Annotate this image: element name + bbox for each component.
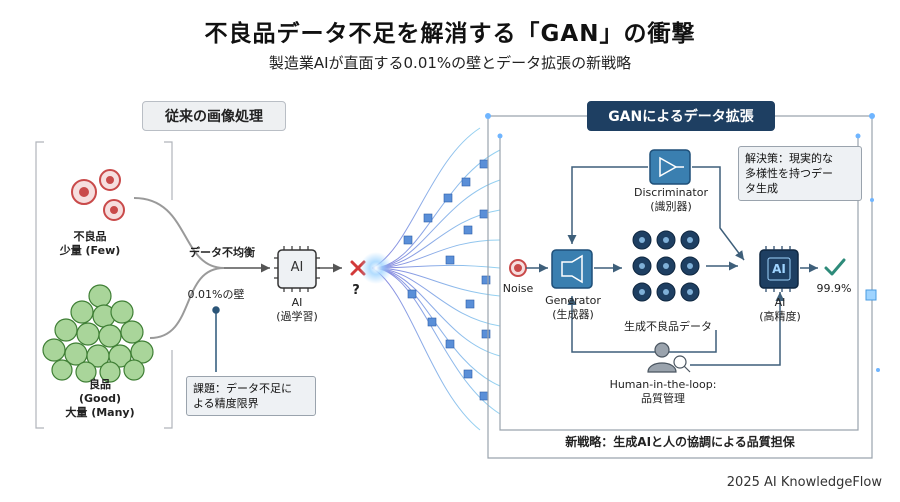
hitl-label: Human-in-the-loop: 品質管理: [609, 378, 717, 405]
discriminator-icon: [649, 149, 691, 185]
solution-note: 解決策：現実的な 多様性を持つデー タ生成: [738, 146, 862, 201]
footer-credit: 2025 AI KnowledgeFlow: [726, 475, 882, 490]
good-pile-icon: [42, 284, 154, 383]
ai-overfit-label: AI (過学習): [276, 296, 318, 323]
noise-gear-icon: [509, 259, 527, 277]
human-in-loop-icon: [647, 342, 691, 373]
ai-chip-overfit-icon: [274, 246, 320, 292]
accuracy-value: 99.9%: [816, 282, 852, 295]
imbalance-label: データ不均衡: [189, 246, 255, 259]
data-tiles-icon: [403, 159, 491, 401]
defect-gears-icon: [71, 169, 125, 221]
good-label: 良品 (Good) 大量 (Many): [65, 378, 135, 419]
ai-chip-right-glyph: AI: [772, 262, 786, 276]
left-frame: [35, 141, 173, 429]
generator-label: Generator (生成器): [545, 294, 601, 321]
wall-pin: [212, 306, 220, 372]
ai-high-precision-label: AI (高精度): [759, 296, 801, 323]
data-stream-fan: [371, 127, 501, 431]
discriminator-label: Discriminator (識別器): [634, 186, 708, 213]
ai-chip-high-precision-icon: [759, 246, 799, 292]
strategy-label: 新戦略：生成AIと人の協調による品質担保: [565, 435, 795, 449]
page-subtitle: 製造業AIが直面する0.01%の壁とデータ拡張の新戦略: [268, 54, 632, 72]
ai-chip-left-text: AI: [290, 260, 304, 275]
generator-icon: [551, 249, 593, 289]
generated-data-label: 生成不良品データ: [624, 320, 712, 333]
right-section-header: GANによるデータ拡張: [587, 101, 775, 131]
page-title: 不良品データ不足を解消する「GAN」の衝撃: [204, 21, 696, 47]
gan-loop-arrows: [567, 166, 785, 366]
generated-defects-grid-icon: [632, 230, 700, 302]
wall-label: 0.01%の壁: [187, 288, 245, 301]
funnel-lines: [133, 197, 225, 339]
noise-label: Noise: [502, 282, 534, 295]
data-stream-glow: [360, 252, 392, 284]
result-question: ?: [352, 283, 360, 298]
left-section-header: 従来の画像処理: [142, 101, 286, 131]
issue-note: 課題：データ不足に よる精度限界: [186, 376, 316, 416]
check-icon: [824, 258, 846, 276]
frame-glow-dots: [485, 113, 880, 372]
right-frame: [487, 115, 873, 459]
defect-label: 不良品 少量 (Few): [59, 230, 121, 257]
